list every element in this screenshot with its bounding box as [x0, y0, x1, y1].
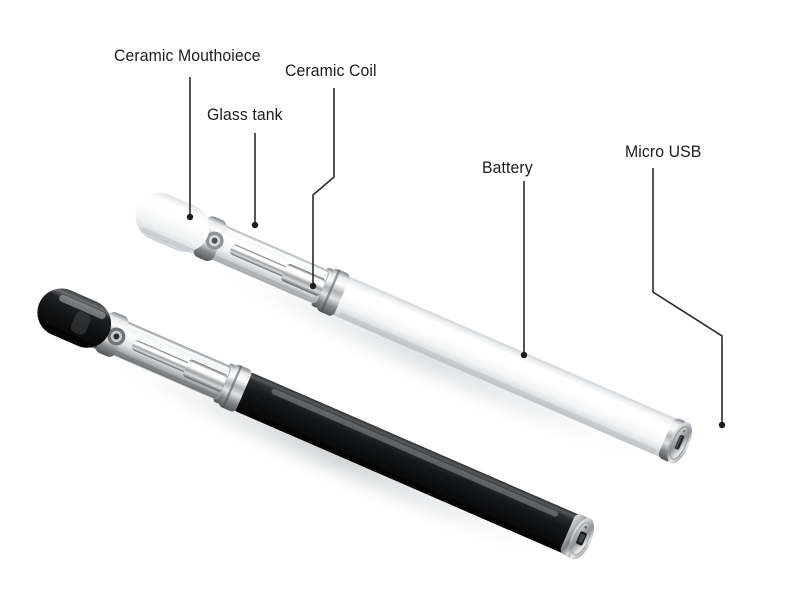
battery-specular-highlight — [368, 294, 654, 423]
white-pen-cartridge-collar — [193, 216, 227, 262]
ceramic-coil-housing — [183, 359, 228, 392]
usb-cap-pinhole — [584, 525, 588, 529]
mouthpiece-reflection — [70, 311, 91, 335]
mouthpiece-lower-shade — [140, 227, 195, 254]
black-pen-glass-tank — [110, 321, 231, 399]
leader-dot-glass-tank — [251, 221, 259, 229]
leader-line-ceramic-coil — [312, 88, 335, 285]
leader-line-micro-usb — [652, 168, 723, 424]
callout-label-ceramic-mouthpiece: Ceramic Mouthoiece — [114, 46, 261, 65]
micro-usb-port-inner — [578, 533, 586, 543]
battery-specular-highlight — [271, 388, 559, 517]
coil-housing-highlight — [288, 266, 323, 283]
battery-barrel — [233, 372, 585, 555]
leader-dot-micro-usb — [718, 421, 726, 429]
callout-label-battery: Battery — [482, 158, 533, 177]
usb-cap-inner-ring — [571, 521, 592, 556]
black-pen-battery — [233, 372, 585, 555]
glass-bottom-edge — [114, 350, 216, 396]
black-pen-shadow — [95, 350, 565, 560]
joint-ring-groove — [221, 365, 243, 409]
white-pen-micro-usb-cap — [658, 418, 692, 464]
mouthpiece-body — [37, 288, 112, 348]
leader-dot-ceramic-mouthpiece — [186, 213, 194, 221]
usb-cap-pinhole — [683, 430, 686, 433]
mouthpiece-lower-shade — [43, 323, 97, 349]
mouthpiece-highlight — [59, 294, 106, 320]
callout-label-glass-tank: Glass tank — [207, 105, 283, 124]
ground-shadows — [95, 257, 660, 560]
callout-label-ceramic-coil: Ceramic Coil — [285, 61, 377, 80]
callout-leader-lines — [189, 77, 723, 424]
white-pen-ceramic-mouthpiece — [135, 192, 210, 254]
mouthpiece-highlight — [157, 199, 206, 225]
collar-airhole-inner — [113, 333, 120, 340]
black-pen-cartridge-collar — [95, 312, 129, 357]
coil-housing-highlight — [190, 362, 224, 379]
leader-dot-ceramic-coil — [309, 282, 317, 290]
white-pen-shadow — [200, 257, 660, 463]
collar-airhole-inner — [211, 237, 218, 244]
glass-top-edge — [222, 227, 327, 274]
battery-lower-shade — [339, 312, 657, 454]
black-vape-pen — [37, 288, 595, 560]
leader-dot-battery — [520, 351, 528, 359]
joint-ring-groove — [320, 269, 341, 313]
white-vape-pen — [135, 192, 692, 464]
glass-top-edge — [124, 322, 229, 370]
black-pen-ceramic-mouthpiece — [37, 288, 112, 349]
micro-usb-port-inner — [675, 435, 682, 449]
white-pen-battery — [331, 277, 683, 459]
battery-barrel — [331, 277, 683, 459]
callout-label-micro-usb: Micro USB — [625, 142, 702, 161]
usb-cap-inner-ring — [669, 426, 690, 460]
black-pen-micro-usb-cap — [560, 514, 595, 560]
callout-end-dots — [186, 213, 726, 429]
battery-lower-shade — [248, 411, 561, 550]
glass-bottom-edge — [212, 254, 314, 300]
